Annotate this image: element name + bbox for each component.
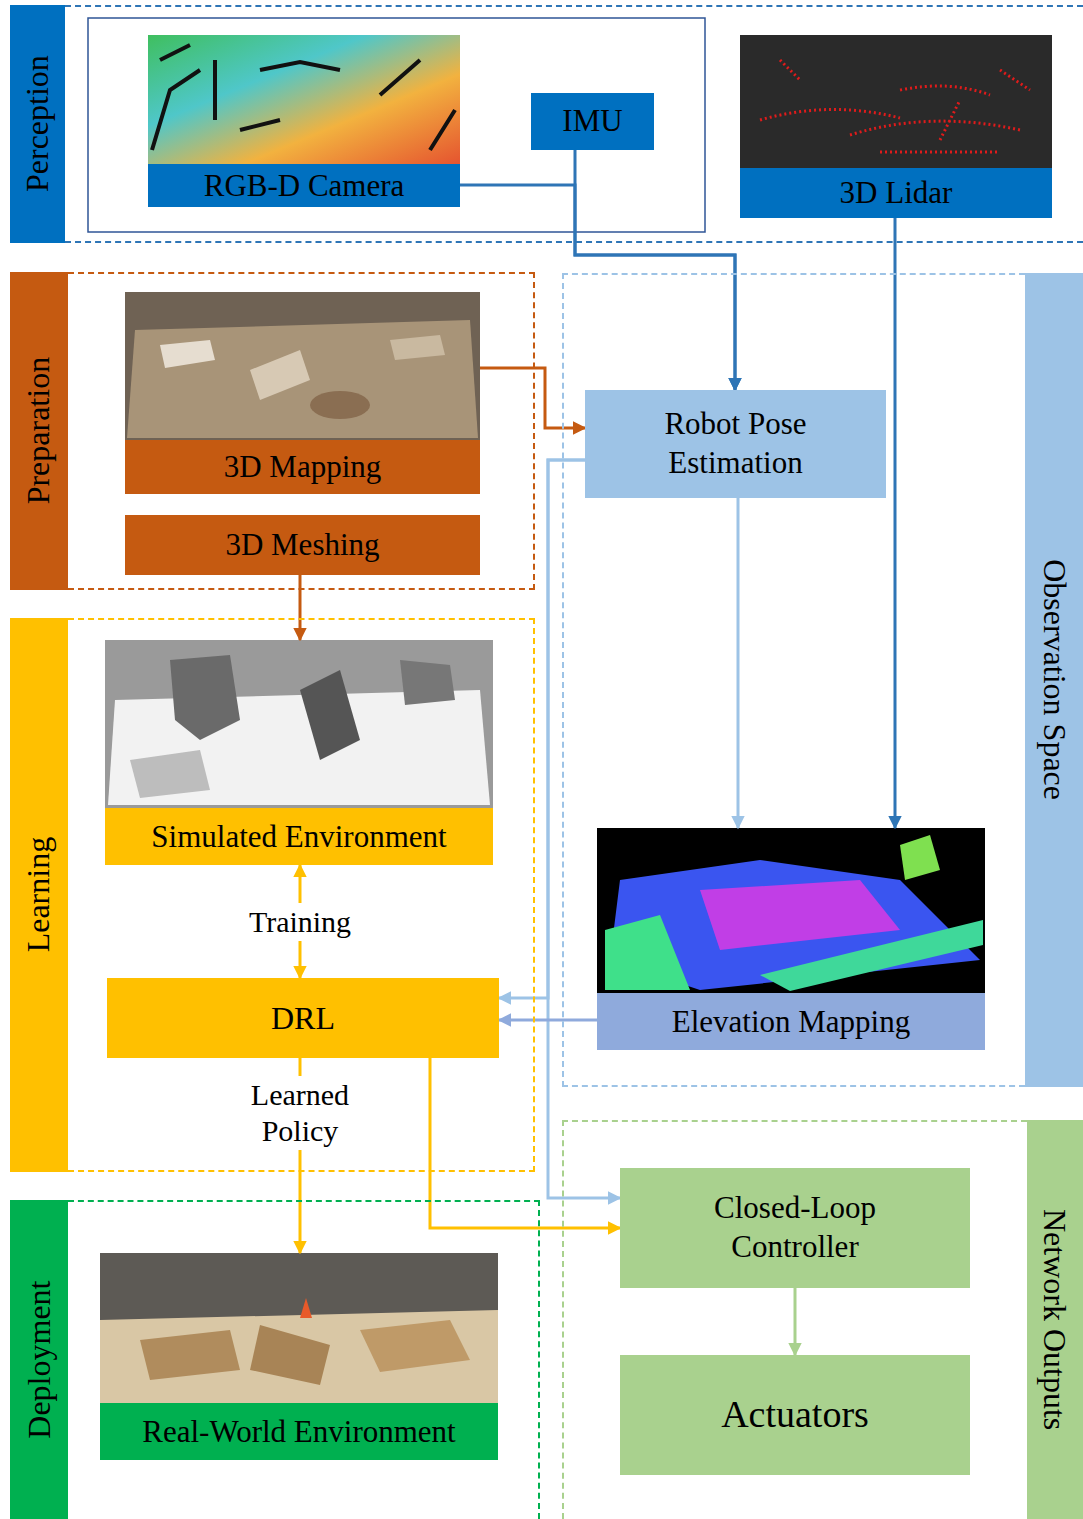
region-title: Learning [21, 837, 56, 953]
connector-arrow [575, 150, 735, 390]
photo-cardboard [140, 1330, 240, 1380]
side-bar: Perception [10, 5, 65, 243]
lidar-points [760, 60, 1030, 152]
box-label: DRL [271, 998, 335, 1038]
connector-arrow [460, 185, 735, 390]
mesh-image [105, 640, 493, 808]
side-bar: Deployment [10, 1200, 68, 1519]
panel-label: 3D Mapping [125, 440, 480, 494]
sensor-group-frame [88, 18, 705, 232]
photo-cardboard [250, 1325, 330, 1385]
region-outline [68, 1200, 540, 1519]
photo-cone [300, 1298, 312, 1318]
process-box: Closed-Loop Controller [620, 1168, 970, 1288]
elevation-surface [760, 920, 983, 991]
photo-floor [100, 1310, 498, 1403]
image-panel: 3D Lidar [740, 35, 1052, 218]
stage-region: Observation Space Robot Pose EstimationEl… [562, 273, 1083, 1087]
box-label: IMU [562, 102, 622, 141]
elevation-surface [900, 835, 940, 880]
elevation-surface [605, 915, 690, 990]
connector-arrow [499, 460, 585, 998]
region-title: Preparation [21, 357, 56, 505]
mesh-obstacle [300, 670, 360, 760]
connector-arrow [794, 1288, 797, 1355]
map-obstacle [250, 350, 310, 400]
elevation-surface [700, 880, 900, 950]
stage-region: Network Outputs Closed-Loop ControllerAct… [562, 1120, 1083, 1519]
panel-label: Simulated Environment [105, 808, 493, 865]
map-image [125, 292, 480, 440]
stage-region: PerceptionRGB-D Camera IMU 3D Lidar [10, 5, 1083, 243]
connector-arrow [894, 218, 897, 828]
photo-cardboard [360, 1320, 470, 1372]
stage-region: Learning Simulated EnvironmentDRL [10, 618, 535, 1172]
stage-region: DeploymentReal-World Environment [10, 1200, 540, 1519]
elevation-image [597, 828, 985, 993]
process-box: Actuators [620, 1355, 970, 1475]
side-bar: Learning [10, 618, 68, 1172]
box-label: Actuators [721, 1391, 869, 1439]
connector-arrow [299, 1058, 302, 1253]
map-obstacle [310, 391, 370, 419]
edge-label: Learned Policy [219, 1076, 381, 1150]
connector-arrow [299, 865, 302, 978]
stage-region: Preparation 3D Mapping 3D Meshing [10, 272, 535, 590]
process-box: Robot Pose Estimation [585, 390, 886, 498]
process-box: IMU [531, 93, 654, 150]
depth-image-edges [152, 45, 455, 150]
region-title: Perception [20, 56, 55, 193]
box-label: 3D Meshing [225, 526, 379, 565]
photo-image [100, 1253, 498, 1403]
map-floor [127, 320, 478, 438]
connector-arrow [499, 1019, 597, 1022]
side-bar: Preparation [10, 272, 68, 590]
panel-label: Real-World Environment [100, 1403, 498, 1460]
mesh-floor [108, 690, 490, 805]
connector-arrow [548, 460, 620, 1198]
box-label: Robot Pose Estimation [636, 405, 836, 483]
edge-label: Training [243, 903, 357, 941]
image-panel: RGB-D Camera [148, 35, 460, 207]
image-panel: 3D Mapping [125, 292, 480, 494]
mesh-obstacle [170, 655, 240, 740]
panel-label: 3D Lidar [740, 168, 1052, 218]
connector-arrow [299, 575, 302, 640]
map-obstacle [160, 340, 215, 368]
region-title: Network Outputs [1037, 1209, 1072, 1430]
side-bar: Network Outputs [1027, 1120, 1083, 1519]
depth-image [148, 35, 460, 165]
image-panel: Elevation Mapping [597, 828, 985, 1050]
connector-arrow [737, 498, 740, 828]
process-box: 3D Meshing [125, 515, 480, 575]
connector-arrow [480, 368, 585, 428]
box-label: Closed-Loop Controller [685, 1189, 905, 1267]
process-box: DRL [107, 978, 499, 1058]
mesh-obstacle [130, 750, 210, 798]
mesh-obstacle [400, 660, 455, 705]
lidar-image [740, 35, 1052, 168]
panel-label: RGB-D Camera [148, 164, 460, 207]
side-bar: Observation Space [1025, 273, 1083, 1087]
map-obstacle [390, 335, 445, 360]
image-panel: Simulated Environment [105, 640, 493, 865]
region-title: Deployment [21, 1280, 56, 1438]
panel-label: Elevation Mapping [597, 993, 985, 1050]
connector-arrow [430, 1058, 620, 1228]
region-outline [68, 618, 535, 1172]
image-panel: Real-World Environment [100, 1253, 498, 1460]
region-title: Observation Space [1036, 560, 1071, 801]
